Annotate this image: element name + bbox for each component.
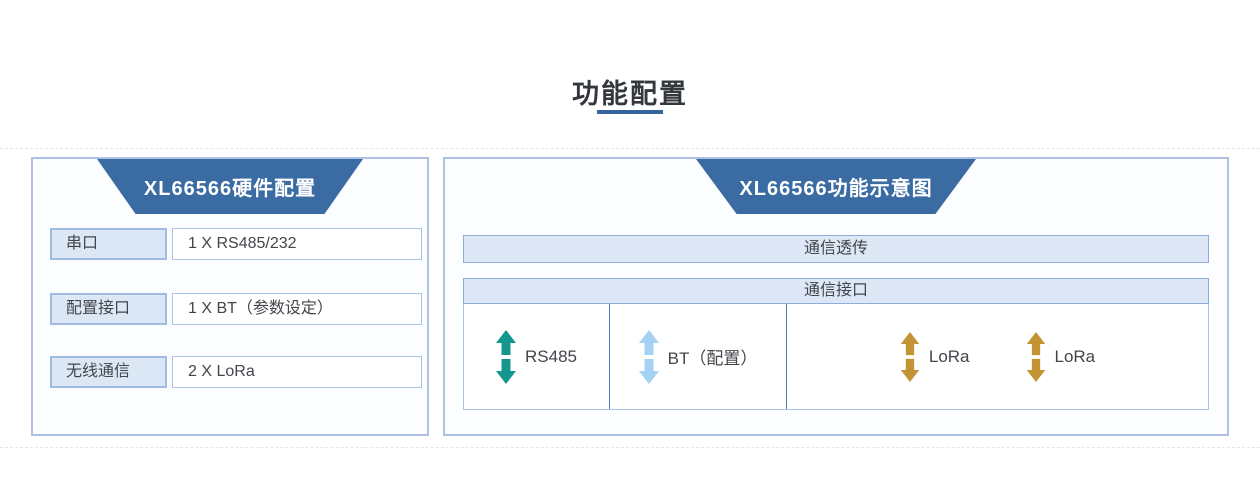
cell-lora: LoRa LoRa: [786, 304, 1208, 409]
hardware-row-serial: 串口 1 X RS485/232: [33, 228, 427, 260]
hardware-row-value: 1 X RS485/232: [172, 228, 422, 260]
double-arrow-vertical-icon: [638, 329, 659, 384]
double-arrow-vertical-icon: [496, 329, 516, 384]
title-underline: [597, 110, 663, 114]
interface-item-rs485: RS485: [496, 329, 577, 384]
hardware-config-panel: XL66566硬件配置 串口 1 X RS485/232 配置接口 1 X BT…: [31, 157, 429, 436]
double-arrow-vertical-icon: [1026, 331, 1045, 382]
interface-item-label: BT（配置）: [667, 349, 758, 368]
section-divider-top: [0, 148, 1260, 149]
interface-item-lora-1: LoRa: [900, 331, 970, 382]
interface-item-lora-2: LoRa: [1026, 331, 1096, 382]
communication-interface-cells: RS485 BT（配置） LoRa: [463, 304, 1209, 410]
hardware-panel-header: XL66566硬件配置: [97, 159, 363, 214]
page-title: 功能配置: [572, 79, 688, 109]
transparent-transmission-bar: 通信透传: [463, 235, 1209, 263]
cell-bt: BT（配置）: [609, 304, 786, 409]
interface-item-label: LoRa: [928, 346, 970, 366]
double-arrow-vertical-icon: [900, 331, 920, 382]
cell-rs485: RS485: [464, 304, 609, 409]
hardware-row-label: 无线通信: [50, 356, 167, 388]
function-panel-header: XL66566功能示意图: [696, 159, 976, 214]
hardware-panel-header-label: XL66566硬件配置: [143, 178, 317, 200]
hardware-row-value: 2 X LoRa: [172, 356, 422, 388]
section-divider-bottom: [0, 447, 1260, 448]
hardware-row-label: 配置接口: [50, 293, 167, 325]
hardware-row-config-interface: 配置接口 1 X BT（参数设定）: [33, 293, 427, 325]
hardware-row-wireless: 无线通信 2 X LoRa: [33, 356, 427, 388]
hardware-row-value: 1 X BT（参数设定）: [172, 293, 422, 325]
function-panel-header-label: XL66566功能示意图: [739, 178, 933, 200]
hardware-row-label: 串口: [50, 228, 167, 260]
interface-item-label: RS485: [525, 346, 577, 366]
interface-item-label: LoRa: [1054, 346, 1096, 366]
communication-interface-bar: 通信接口: [463, 278, 1209, 304]
interface-item-bt: BT（配置）: [638, 329, 758, 384]
function-diagram-panel: XL66566功能示意图 通信透传 通信接口 RS485 BT（配置）: [443, 157, 1229, 436]
